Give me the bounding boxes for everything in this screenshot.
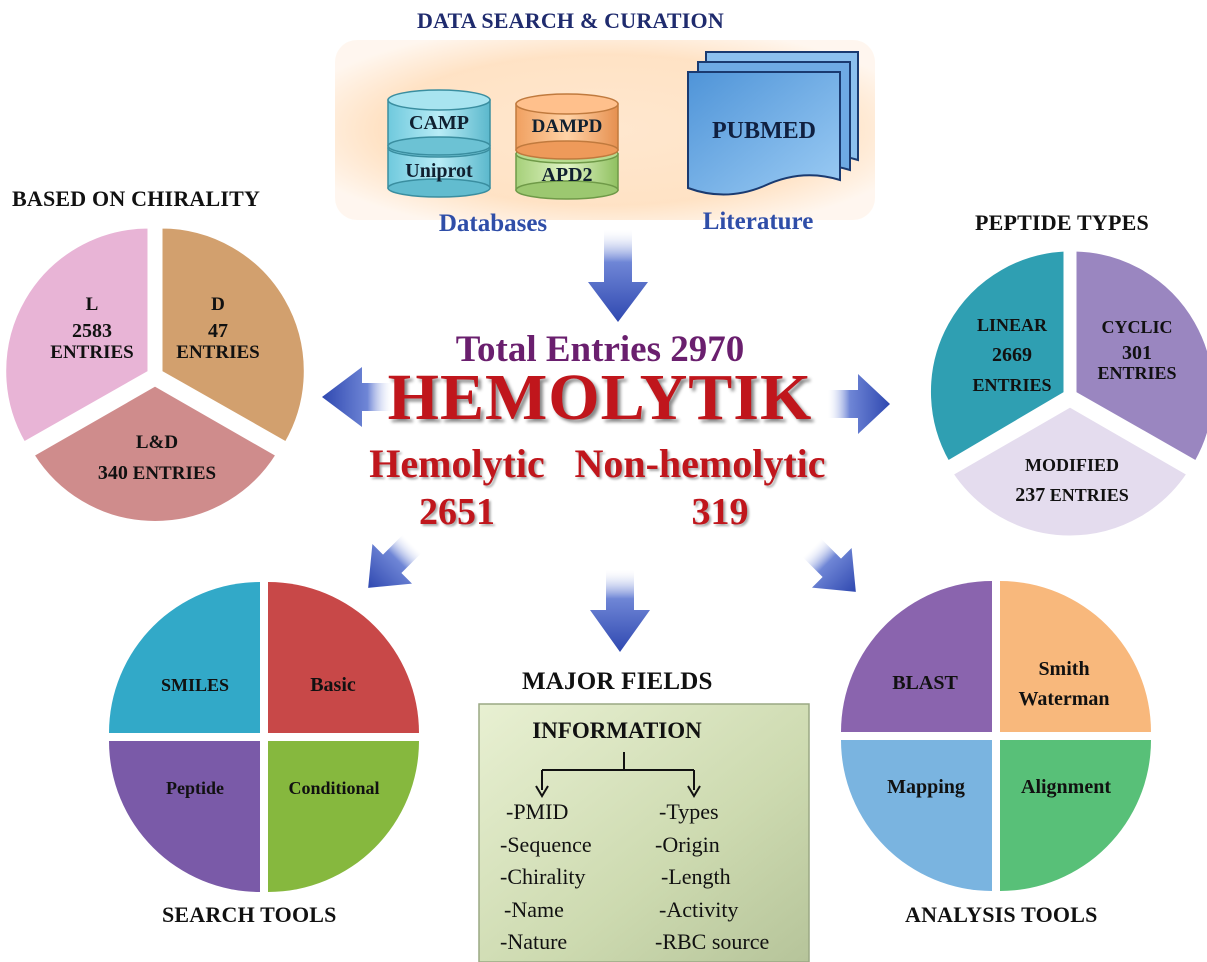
field-item: -Activity [659,896,739,922]
peptide-modified-unit: ENTRIES [1049,485,1129,505]
hemolytic-label: Hemolytic [369,441,545,486]
chirality-d-name: D [211,294,225,315]
chirality-d-value: 47 [208,320,228,342]
search-tool-basic[interactable]: Basic [310,674,356,696]
db-label-uniprot: Uniprot [405,160,473,182]
arrow-down-right [802,538,856,592]
chirality-l-label: L 2583 ENTRIES [40,292,144,366]
peptide-modified-name: MODIFIED [1025,455,1119,475]
db-cylinder-dampd-apd2 [515,93,619,200]
info-bracket-lines [535,752,701,798]
arrow-down-top [588,230,648,322]
search-tool-conditional[interactable]: Conditional [288,778,380,798]
pie-slice-smiles [109,582,260,733]
peptide-types-pie [928,248,1207,539]
chirality-l-unit: ENTRIES [50,342,134,363]
analysis-tool-blast[interactable]: BLAST [892,672,958,694]
analysis-tool-mapping[interactable]: Mapping [887,776,965,798]
peptide-modified-label: MODIFIED 237 ENTRIES [992,450,1152,510]
field-item: -Name [504,896,564,922]
peptide-linear-unit: ENTRIES [972,375,1052,395]
analysis-tools-pie [841,581,1151,891]
analysis-tool-smith: Smith [1038,658,1090,680]
chirality-ld-value: 340 [97,462,128,484]
pie-slice-conditional [268,741,419,892]
arrow-left [322,367,392,427]
arrow-down-center [590,570,650,652]
fields-left-column: -PMID -Sequence -Chirality -Name -Nature [500,796,630,959]
major-fields-title: MAJOR FIELDS [522,668,713,695]
db-cylinder-camp-uniprot [387,89,491,198]
pie-slice-ld [30,383,280,525]
peptide-cyclic-value: 301 [1122,342,1152,364]
pie-slice-mapping [841,740,992,891]
chirality-ld-label: L&D 340 ENTRIES [72,428,242,489]
search-tools-pie [109,582,419,892]
search-tools-title: SEARCH TOOLS [162,902,337,927]
arrow-down-left [368,534,422,588]
chirality-d-label: D 47 ENTRIES [166,292,270,366]
pie-slice-d [159,225,307,446]
literature-label: Literature [702,208,814,235]
pie-slice-linear [928,248,1067,465]
chirality-l-value: 2583 [72,320,112,342]
total-entries: Total Entries 2970 [455,329,745,370]
nonhemolytic-label: Non-hemolytic [574,441,826,486]
peptide-cyclic-unit: ENTRIES [1097,363,1177,383]
field-item: -PMID [506,799,569,824]
pie-slice-smith-waterman [1000,581,1151,732]
pie-slice-cyclic [1073,248,1207,465]
peptide-cyclic-label: CYCLIC 301 ENTRIES [1082,314,1192,386]
search-tool-peptide[interactable]: Peptide [166,778,224,798]
hemolytik-title: HEMOLYTIK [387,361,813,434]
peptide-linear-name: LINEAR [976,315,1047,335]
peptide-modified-value: 237 [1015,484,1046,506]
field-item: -Origin [655,831,720,857]
pie-slice-alignment [1000,740,1151,891]
pie-slice-basic [268,582,419,733]
field-item: -RBC source [655,929,770,954]
arrow-right [828,374,890,434]
analysis-tool-alignment[interactable]: Alignment [1021,776,1111,798]
chirality-pie [3,225,307,525]
analysis-tools-title: ANALYSIS TOOLS [905,902,1098,927]
pubmed-label: PUBMED [712,118,816,144]
pubmed-document-stack [687,51,859,196]
db-label-apd2: APD2 [541,164,593,186]
db-label-camp: CAMP [409,112,469,134]
chirality-title: BASED ON CHIRALITY [12,186,261,211]
pie-slice-blast [841,581,992,732]
chirality-ld-name: L&D [135,432,179,453]
databases-label: Databases [438,210,548,237]
field-item: -Length [661,864,731,889]
chirality-ld-unit: ENTRIES [132,463,217,484]
major-fields-box [478,703,810,962]
search-tool-smiles[interactable]: SMILES [160,675,230,695]
hemolytic-value: 2651 [419,491,495,533]
analysis-tool-waterman: Waterman [1018,688,1110,710]
fields-right-column: -Types -Origin -Length -Activity -RBC so… [655,796,805,959]
peptide-types-title: PEPTIDE TYPES [975,210,1149,235]
field-item: -Types [659,799,719,824]
analysis-tool-smith-waterman[interactable]: Smith Waterman [1004,654,1124,714]
field-item: -Nature [500,929,568,954]
pie-slice-l [3,225,151,446]
chirality-d-unit: ENTRIES [176,342,260,363]
db-label-dampd: DAMPD [531,116,603,137]
pie-slice-modified [949,404,1191,539]
peptide-linear-value: 2669 [992,344,1032,366]
field-item: -Sequence [500,831,592,857]
pie-slice-peptide [109,741,260,892]
curation-title: DATA SEARCH & CURATION [417,8,724,33]
nonhemolytic-value: 319 [691,491,749,533]
peptide-cyclic-name: CYCLIC [1101,317,1173,337]
fields-information-heading: INFORMATION [532,718,702,743]
peptide-linear-label: LINEAR 2669 ENTRIES [958,310,1066,400]
field-item: -Chirality [500,864,586,889]
chirality-l-name: L [85,294,99,315]
